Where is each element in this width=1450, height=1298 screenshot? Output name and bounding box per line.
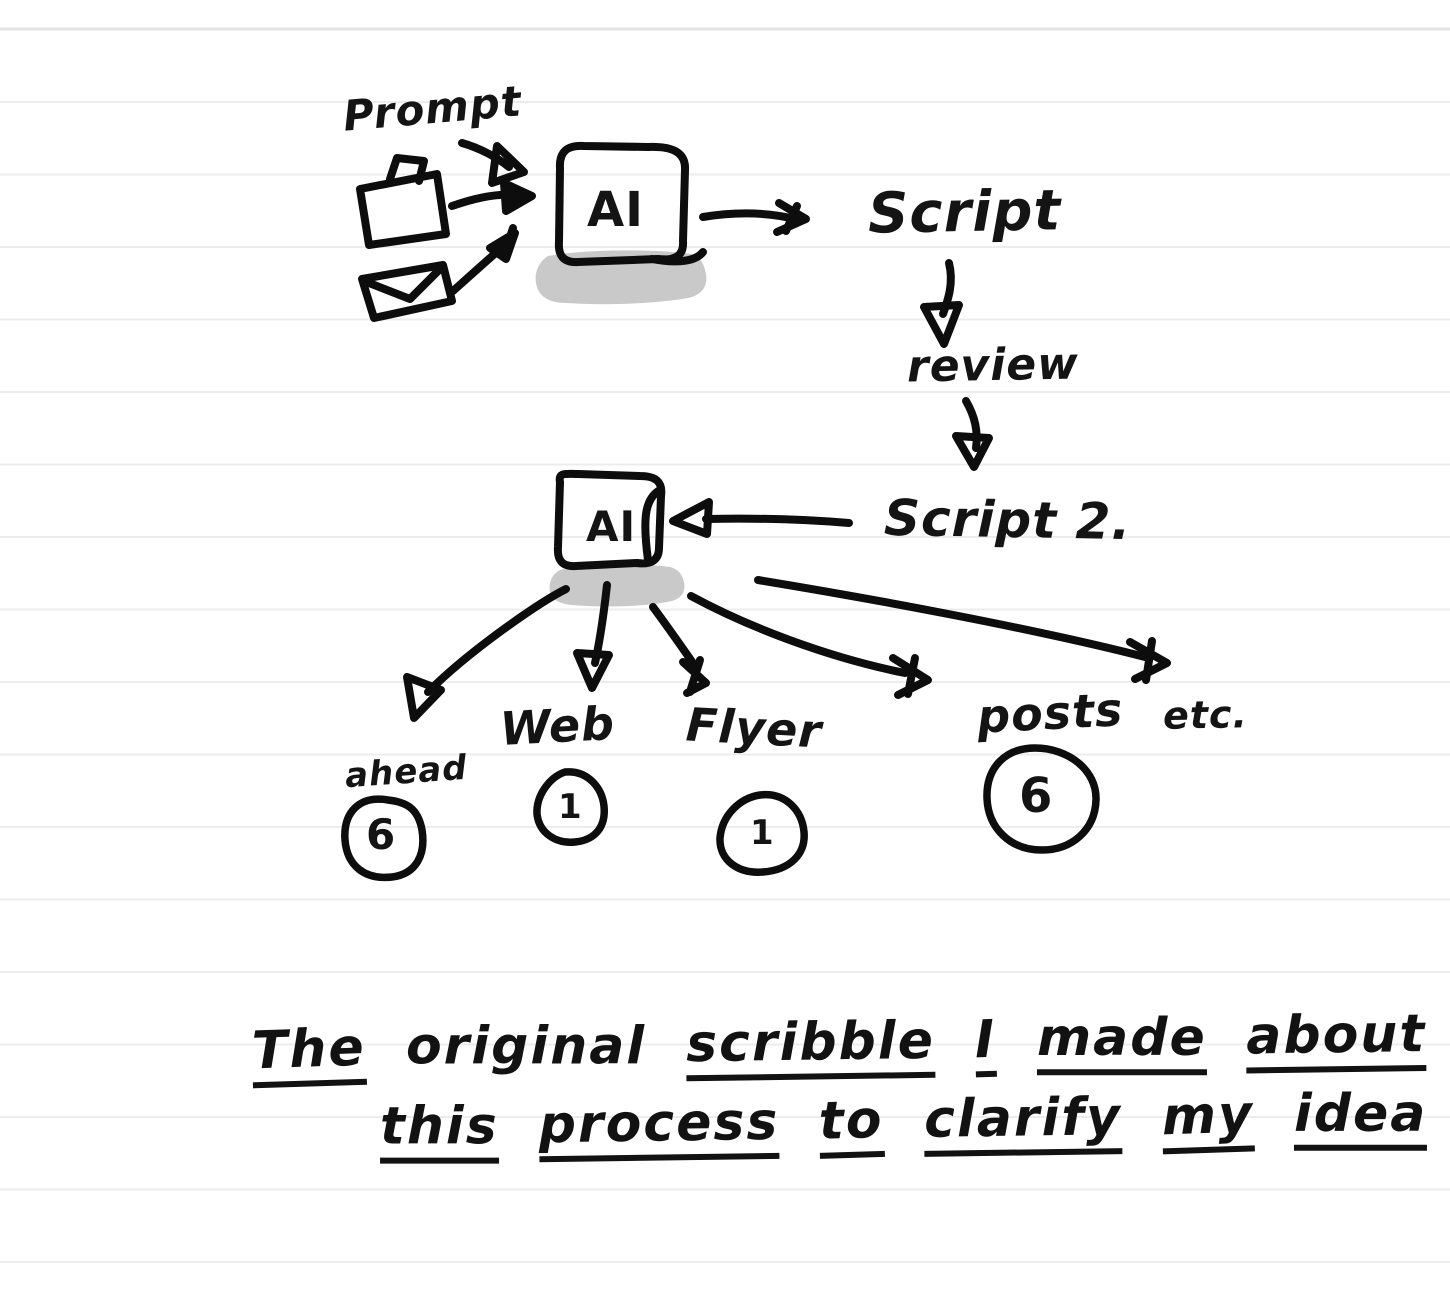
- arrowhead-to-ahead: [403, 673, 445, 722]
- arrowhead-to-web: [573, 649, 613, 692]
- count-circle-ahead: [341, 795, 427, 882]
- briefcase-icon: [356, 154, 450, 249]
- caption-word: original: [405, 1016, 647, 1077]
- caption-word: about: [1246, 1004, 1427, 1074]
- arrowhead-to-flyer-tick: [686, 656, 704, 696]
- output-label-flyer: Flyer: [684, 697, 824, 759]
- arrow-to-ahead: [424, 585, 570, 696]
- arrowhead-script-to-review: [920, 301, 963, 348]
- output-count-web: 1: [558, 787, 583, 827]
- arrow-prompt-to-ai: [458, 139, 513, 171]
- arrow-review-to-script2: [962, 397, 981, 452]
- caption-word: The: [251, 1018, 367, 1089]
- output-count-posts: 6: [1019, 768, 1054, 824]
- arrow-to-etc: [754, 576, 1149, 661]
- output-label-etc: etc.: [1162, 692, 1249, 738]
- output-count-ahead: 6: [366, 810, 397, 859]
- arrowhead-to-posts-tick: [904, 654, 919, 698]
- caption-word: to: [818, 1090, 886, 1159]
- caption-word: my: [1161, 1084, 1256, 1155]
- arrowhead-review-to-script2: [952, 432, 993, 471]
- caption-word: I: [974, 1010, 998, 1078]
- arrowhead-prompt-to-ai: [488, 142, 528, 187]
- highlight-under-ai-2: [549, 564, 685, 607]
- script-label: Script: [867, 178, 1062, 247]
- script2-label: Script 2.: [883, 488, 1132, 552]
- arrowhead-ai-to-script-tick: [782, 202, 801, 235]
- arrow-to-flyer: [649, 603, 699, 670]
- arrowhead-flare: [501, 224, 517, 256]
- arrowhead-box-to-ai: [500, 179, 536, 215]
- review-label: review: [906, 338, 1080, 393]
- output-label-web: Web: [498, 696, 617, 756]
- ai-box-2: [553, 469, 666, 571]
- output-count-flyer: 1: [750, 813, 775, 853]
- output-label-ahead: ahead: [343, 747, 469, 797]
- caption-word: process: [538, 1092, 780, 1163]
- caption-word: scribble: [686, 1011, 936, 1082]
- envelope-icon: [358, 261, 456, 322]
- count-circle-flyer: [716, 791, 808, 876]
- arrowhead-to-etc-tick: [1142, 637, 1156, 684]
- count-circle-posts: [983, 744, 1100, 854]
- caption-word: idea: [1294, 1084, 1428, 1151]
- caption-word: made: [1036, 1008, 1207, 1076]
- output-label-posts: posts: [975, 682, 1125, 744]
- caption-word: clarify: [924, 1087, 1123, 1157]
- ai-box-1-label: AI: [587, 182, 645, 238]
- count-circle-web: [533, 768, 608, 846]
- arrow-script2-to-ai: [702, 514, 853, 527]
- caption-word: this: [380, 1097, 499, 1164]
- arrow-to-posts: [687, 592, 909, 677]
- arrowhead-script2-to-ai: [669, 498, 713, 538]
- arrow-script-to-review: [939, 259, 955, 318]
- arrow-ai-to-script: [699, 209, 799, 223]
- ai-box-1: [554, 141, 707, 267]
- ai-box-2-label: AI: [586, 502, 637, 551]
